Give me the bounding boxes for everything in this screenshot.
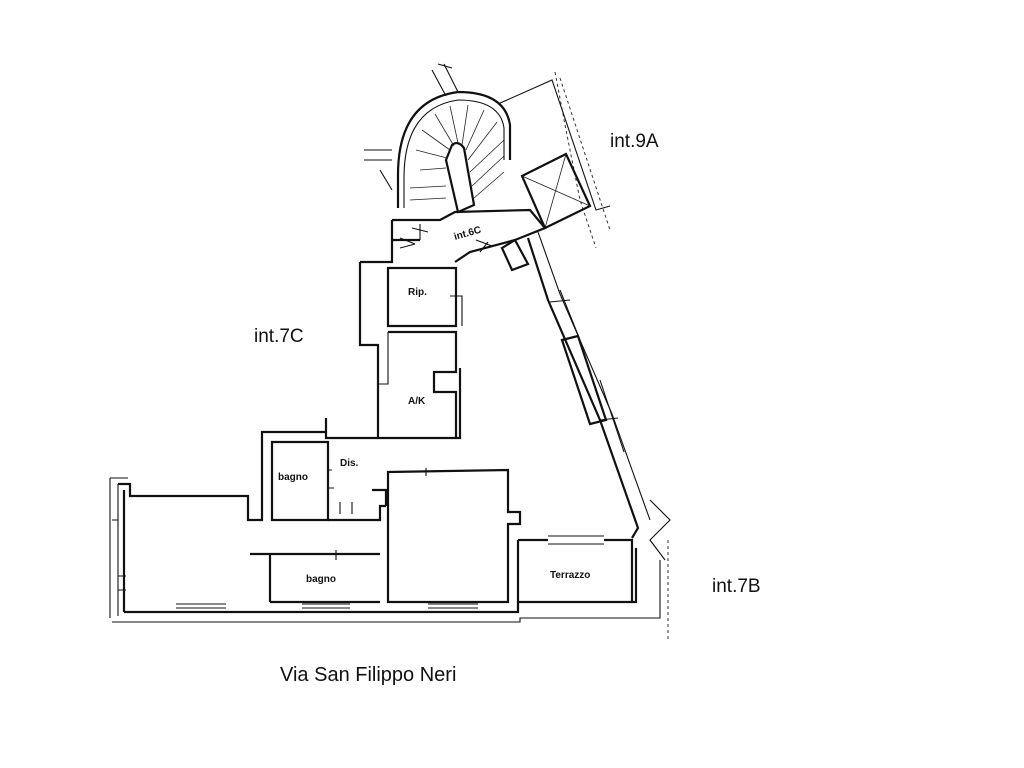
label-room-terrazzo: Terrazzo (550, 570, 590, 581)
label-int-7c: int.7C (254, 326, 304, 347)
label-room-bagno-lower: bagno (306, 574, 336, 585)
label-room-bagno-upper: bagno (278, 472, 308, 483)
label-street: Via San Filippo Neri (280, 664, 456, 686)
label-room-dis: Dis. (340, 458, 359, 469)
partitions (112, 266, 634, 609)
label-room-rip: Rip. (408, 287, 427, 298)
apartment-outline (109, 231, 671, 640)
staircase (396, 63, 611, 249)
label-int-9a: int.9A (610, 131, 659, 152)
label-int-6c: int.6C (453, 225, 483, 243)
label-room-ak: A/K (408, 396, 426, 407)
lift-shaft (497, 79, 611, 230)
label-int-7b: int.7B (712, 576, 761, 597)
landing (360, 149, 547, 272)
